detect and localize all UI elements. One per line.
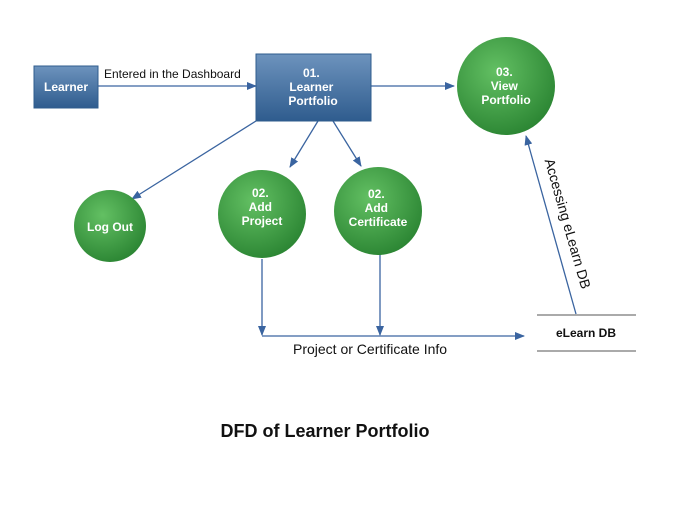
edges (98, 82, 577, 340)
log-out-process[interactable]: Log Out (74, 190, 146, 262)
elearn-db-store[interactable]: eLearn DB (537, 314, 636, 352)
edge-db-to-view (524, 135, 577, 315)
edge-label-project-certificate-info: Project or Certificate Info (293, 341, 447, 357)
learner-portfolio-label: 01. Learner Portfolio (288, 66, 337, 108)
view-portfolio-label: 03. View Portfolio (481, 65, 530, 107)
edge-portfolio-to-project (289, 120, 319, 168)
elearn-db-label: eLearn DB (556, 326, 616, 340)
add-certificate-process[interactable]: 02. Add Certificate (334, 167, 422, 255)
log-out-label: Log Out (87, 220, 133, 234)
add-project-label: 02. Add Project (242, 186, 283, 228)
add-certificate-label: 02. Add Certificate (349, 187, 408, 229)
learner-entity[interactable]: Learner (33, 65, 99, 109)
edge-label-accessing-db: Accessing eLearn DB (542, 157, 594, 291)
edge-portfolio-to-certificate (332, 120, 362, 167)
add-project-process[interactable]: 02. Add Project (218, 170, 306, 258)
learner-portfolio-process[interactable]: 01. Learner Portfolio (255, 53, 372, 122)
diagram-caption: DFD of Learner Portfolio (220, 421, 429, 441)
view-portfolio-process[interactable]: 03. View Portfolio (457, 37, 555, 135)
edge-portfolio-to-logout (131, 120, 257, 200)
edge-label-entered-dashboard: Entered in the Dashboard (104, 67, 241, 81)
learner-label: Learner (44, 80, 88, 94)
